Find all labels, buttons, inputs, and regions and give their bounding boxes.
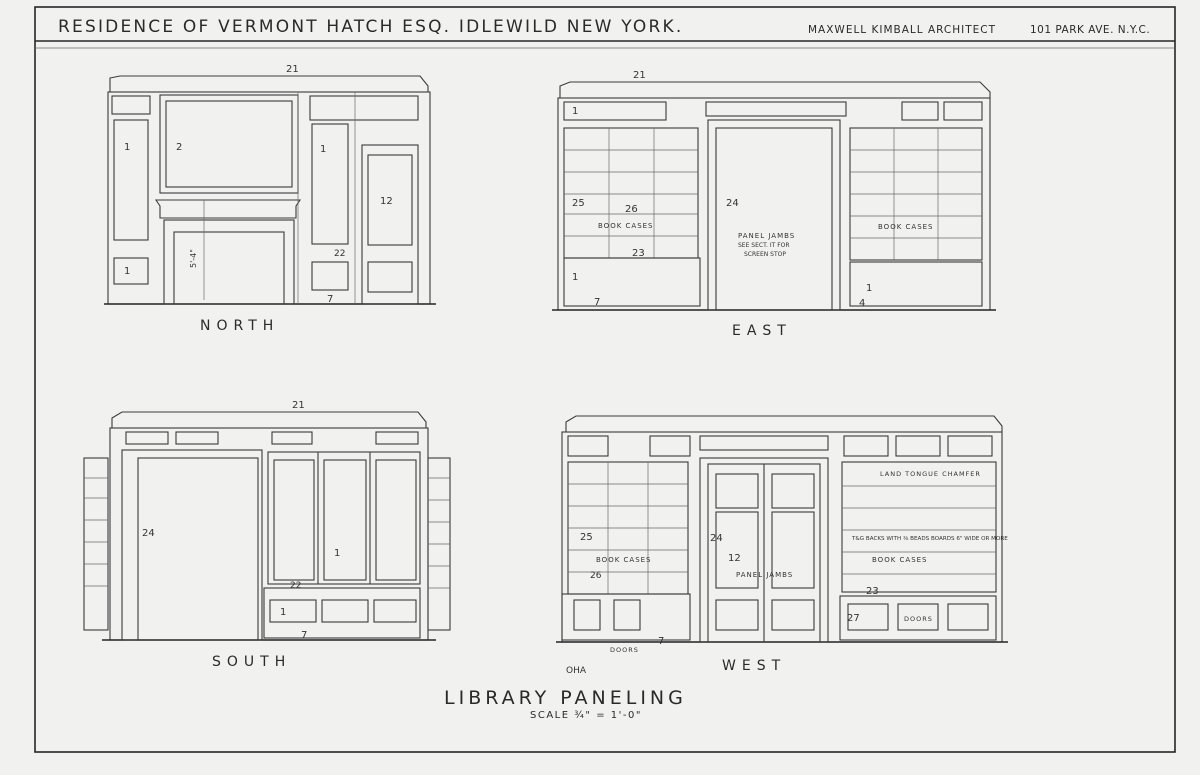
- initials: OHA: [566, 666, 587, 676]
- callout-1-south-b: 1: [280, 607, 286, 618]
- callout-22-south: 22: [290, 581, 301, 591]
- east-elevation: 21 1 25 26 BOOK CASES 23 24 PANEL JAMBS …: [552, 70, 996, 339]
- south-elevation: 21 24 1 22 1 7 SOUTH: [83, 400, 451, 670]
- sheet-border: [34, 6, 1176, 753]
- tongue-chamfer-note: LAND TONGUE CHAMFER: [880, 470, 981, 478]
- callout-1-north-b: 1: [320, 144, 326, 155]
- panel-jambs-west: PANEL JAMBS: [736, 571, 793, 579]
- callout-1-east-c: 1: [866, 283, 872, 294]
- screen-stop-note: SCREEN STOP: [744, 251, 786, 258]
- callout-7-south: 7: [301, 630, 307, 641]
- callout-26-east: 26: [625, 204, 638, 215]
- callout-12-north: 12: [380, 196, 393, 207]
- label-east: EAST: [732, 323, 792, 339]
- callout-2-north: 2: [176, 142, 182, 153]
- backs-note: T&G BACKS WITH ⅜ BEADS BOARDS 6" WIDE OR…: [851, 536, 1008, 542]
- callout-1-east-a: 1: [572, 106, 578, 117]
- scale-note: SCALE ¾" = 1'-0": [530, 710, 642, 721]
- callout-1-north-c: 1: [124, 266, 130, 277]
- residence-title: RESIDENCE OF VERMONT HATCH ESQ. IDLEWILD…: [58, 17, 683, 37]
- callout-24-east: 24: [726, 198, 739, 209]
- callout-1-south-a: 1: [334, 548, 340, 559]
- callout-21-east: 21: [633, 70, 646, 81]
- callout-1-east-b: 1: [572, 272, 578, 283]
- north-elevation: 21 1 2 1 12 22 1 7 5'-4" NORTH: [104, 64, 436, 334]
- sheet-title: LIBRARY PANELING: [444, 687, 687, 709]
- architect-address: 101 PARK AVE. N.Y.C.: [1030, 24, 1150, 36]
- label-west: WEST: [722, 658, 786, 674]
- west-elevation: 25 BOOK CASES 26 24 12 PANEL JAMBS LAND …: [556, 415, 1008, 674]
- callout-1-north-a: 1: [124, 142, 130, 153]
- callout-21-north: 21: [286, 64, 299, 75]
- callout-23-west: 23: [866, 586, 879, 597]
- see-sect-note: SEE SECT. IT FOR: [738, 242, 790, 249]
- callout-24-south: 24: [142, 528, 155, 539]
- book-cases-east-a: BOOK CASES: [598, 222, 654, 230]
- doors-note-right: DOORS: [904, 615, 933, 623]
- height-dimension: 5'-4": [189, 249, 198, 268]
- panel-jambs-east: PANEL JAMBS: [738, 232, 795, 240]
- callout-21-south: 21: [292, 400, 305, 411]
- callout-4-east: 4: [859, 298, 865, 309]
- callout-25-east: 25: [572, 198, 585, 209]
- book-cases-west-a: BOOK CASES: [596, 556, 652, 564]
- callout-7-west: 7: [658, 636, 664, 647]
- label-south: SOUTH: [212, 654, 291, 670]
- architect-name: MAXWELL KIMBALL ARCHITECT: [808, 24, 996, 36]
- callout-12-west: 12: [728, 553, 741, 564]
- doors-note-left: DOORS: [610, 646, 639, 654]
- book-cases-east-b: BOOK CASES: [878, 223, 934, 231]
- book-cases-west-b: BOOK CASES: [872, 556, 928, 564]
- callout-22-north: 22: [334, 249, 345, 259]
- label-north: NORTH: [200, 318, 279, 334]
- callout-26-west: 26: [590, 571, 602, 581]
- callout-24-west: 24: [710, 533, 723, 544]
- callout-25-west: 25: [580, 532, 593, 543]
- callout-23-east: 23: [632, 248, 645, 259]
- callout-7-east: 7: [594, 297, 600, 308]
- callout-7-north: 7: [327, 294, 333, 305]
- callout-27-west: 27: [847, 613, 860, 624]
